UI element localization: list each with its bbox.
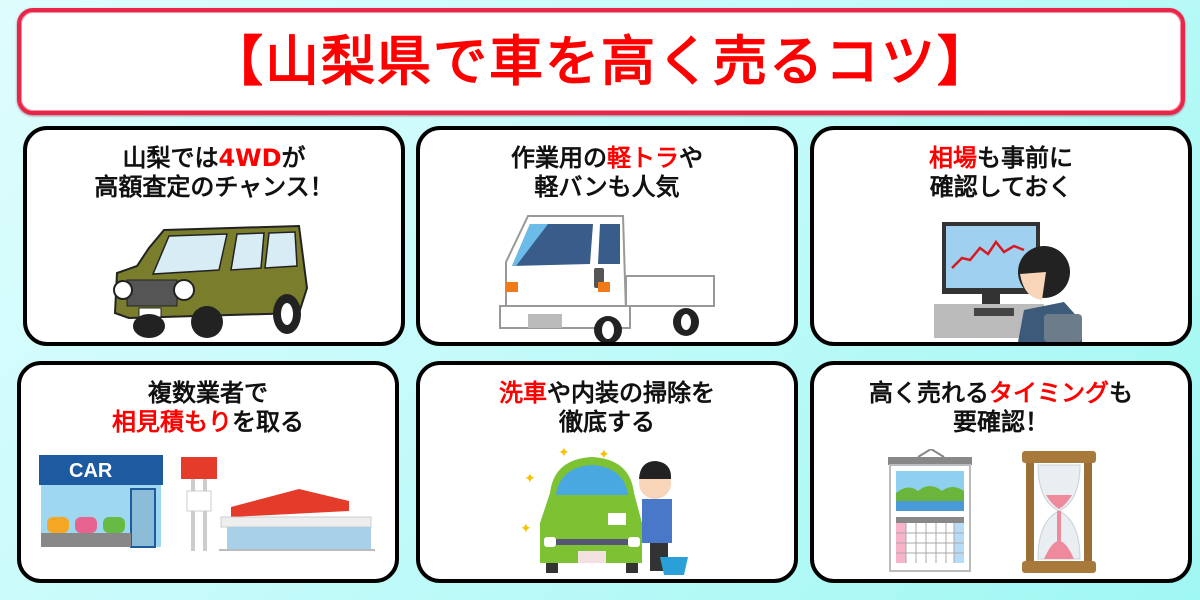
- tip-card-4wd: 山梨では4WDが 高額査定のチャンス！: [23, 126, 405, 346]
- tip-card-timing: 高く売れるタイミングも 要確認！: [810, 361, 1192, 583]
- card-caption: 作業用の軽トラや 軽バンも人気: [511, 144, 703, 201]
- hourglass-icon: [1022, 451, 1098, 575]
- svg-text:✦: ✦: [520, 521, 532, 537]
- tip-card-kei-truck: 作業用の軽トラや 軽バンも人気: [416, 126, 798, 346]
- card-caption: 複数業者で 相見積もりを取る: [112, 379, 304, 436]
- shop-building-icon: [181, 457, 381, 553]
- svg-text:✦: ✦: [558, 445, 570, 461]
- page-title: 【山梨県で車を高く売るコツ】: [209, 29, 993, 93]
- card-caption: 相場も事前に 確認しておく: [929, 144, 1073, 201]
- car-dealer-icon: CAR: [39, 455, 167, 551]
- tip-card-multiple-quotes: 複数業者で 相見積もりを取る CAR: [17, 361, 399, 583]
- tip-card-car-wash: 洗車や内装の掃除を 徹底する ✦ ✦ ✦ ✦: [416, 361, 798, 583]
- svg-text:✦: ✦: [524, 471, 536, 487]
- card-caption: 高く売れるタイミングも 要確認！: [869, 379, 1133, 436]
- card-caption: 山梨では4WDが 高額査定のチャンス！: [94, 144, 334, 201]
- calendar-icon: [888, 449, 974, 573]
- tip-card-market-price: 相場も事前に 確認しておく: [810, 126, 1192, 346]
- person-monitor-chart-icon: [934, 222, 1084, 342]
- kei-truck-icon: [498, 212, 718, 342]
- card-caption: 洗車や内装の掃除を 徹底する: [499, 379, 715, 436]
- title-banner: 【山梨県で車を高く売るコツ】: [17, 8, 1185, 115]
- car-wash-icon: ✦ ✦ ✦ ✦: [520, 443, 700, 575]
- jeep-icon: [109, 218, 319, 338]
- svg-text:CAR: CAR: [69, 460, 113, 482]
